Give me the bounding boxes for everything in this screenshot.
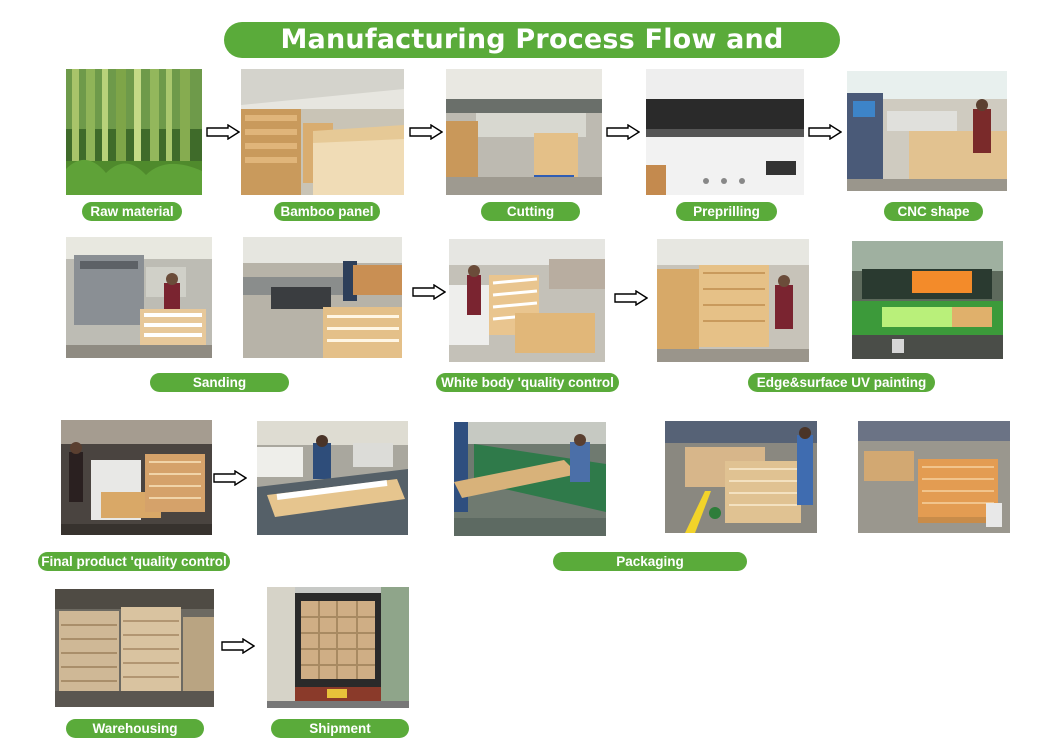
packaging-pallet-photo: [665, 421, 817, 533]
flow-arrow-icon: [221, 638, 255, 654]
packaging-stack-photo: [858, 421, 1010, 533]
warehouse-photo: [55, 589, 214, 707]
cutting-machine-photo: [446, 69, 602, 195]
inspection-photo: [449, 239, 605, 362]
packaging-wrap-photo: [257, 421, 408, 535]
drilling-machine-photo: [646, 69, 804, 195]
bamboo-forest-photo: [66, 69, 202, 195]
step-label-uv-painting: Edge&surface UV painting: [748, 373, 935, 392]
sanding-line-photo: [243, 237, 402, 358]
step-label-final-qc: Final product 'quality control: [38, 552, 230, 571]
final-inspection-photo: [61, 420, 212, 535]
flow-arrow-icon: [412, 284, 446, 300]
step-label-warehousing: Warehousing: [66, 719, 204, 738]
flow-arrow-icon: [808, 124, 842, 140]
packaging-conveyor-photo: [454, 422, 606, 536]
page-title: Manufacturing Process Flow and Control: [224, 22, 840, 91]
flow-arrow-icon: [409, 124, 443, 140]
flow-arrow-icon: [213, 470, 247, 486]
cnc-machine-photo: [847, 71, 1007, 191]
uv-painting-prep-photo: [657, 239, 809, 362]
step-label-cutting: Cutting: [481, 202, 580, 221]
uv-painting-photo: [852, 241, 1003, 359]
sanding-machine-photo: [66, 237, 212, 358]
step-label-sanding: Sanding: [150, 373, 289, 392]
flow-arrow-icon: [614, 290, 648, 306]
flow-arrow-icon: [206, 124, 240, 140]
step-label-shipment: Shipment: [271, 719, 409, 738]
step-label-raw-material: Raw material: [82, 202, 182, 221]
panel-stack-photo: [241, 69, 404, 195]
step-label-white-body-qc: White body 'quality control: [436, 373, 619, 392]
flow-arrow-icon: [606, 124, 640, 140]
step-label-preprilling: Preprilling: [676, 202, 777, 221]
step-label-packaging: Packaging: [553, 552, 747, 571]
step-label-bamboo-panel: Bamboo panel: [274, 202, 380, 221]
step-label-cnc-shape: CNC shape: [884, 202, 983, 221]
shipping-container-photo: [267, 587, 409, 708]
